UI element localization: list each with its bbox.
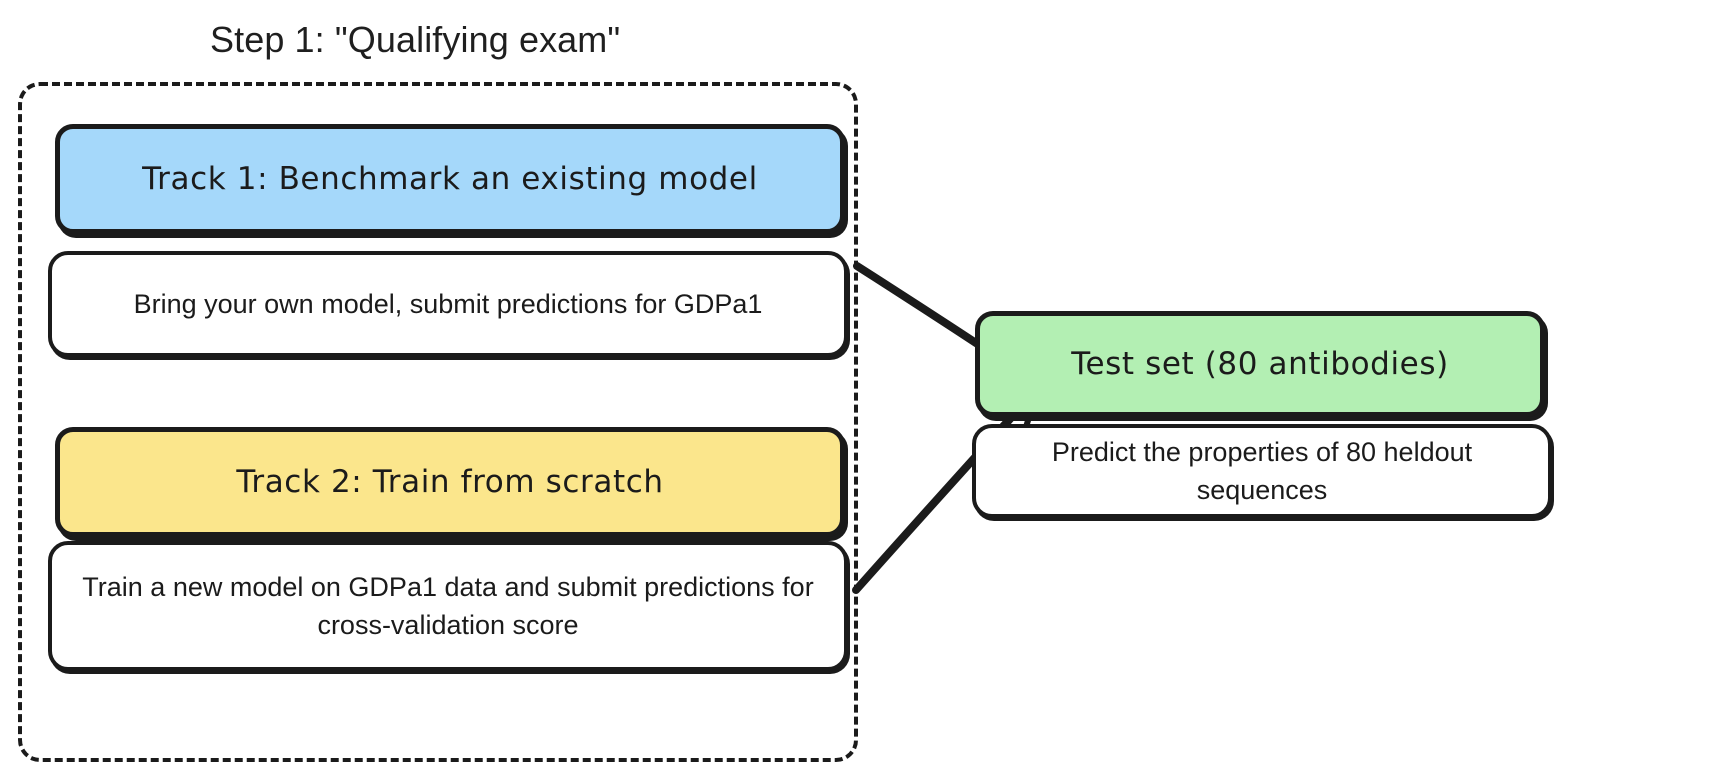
node-track1-description[interactable]: Bring your own model, submit predictions… xyxy=(48,251,848,357)
node-track1-description-label: Bring your own model, submit predictions… xyxy=(133,289,763,319)
node-track2-header-label: Track 2: Train from scratch xyxy=(236,464,664,500)
node-testset-header[interactable]: Test set (80 antibodies) xyxy=(975,311,1545,417)
diagram-title: Step 1: "Qualifying exam" xyxy=(210,19,621,60)
node-track1-header[interactable]: Track 1: Benchmark an existing model xyxy=(55,124,845,234)
node-track2-description[interactable]: Train a new model on GDPa1 data and subm… xyxy=(48,541,848,671)
node-testset-header-label: Test set (80 antibodies) xyxy=(1071,346,1449,382)
node-testset-description-label: Predict the properties of 80 heldout seq… xyxy=(1051,437,1473,505)
node-track2-header[interactable]: Track 2: Train from scratch xyxy=(55,427,845,537)
node-testset-description[interactable]: Predict the properties of 80 heldout seq… xyxy=(972,424,1552,518)
node-track2-description-label: Train a new model on GDPa1 data and subm… xyxy=(82,572,814,640)
node-track1-header-label: Track 1: Benchmark an existing model xyxy=(142,161,758,197)
